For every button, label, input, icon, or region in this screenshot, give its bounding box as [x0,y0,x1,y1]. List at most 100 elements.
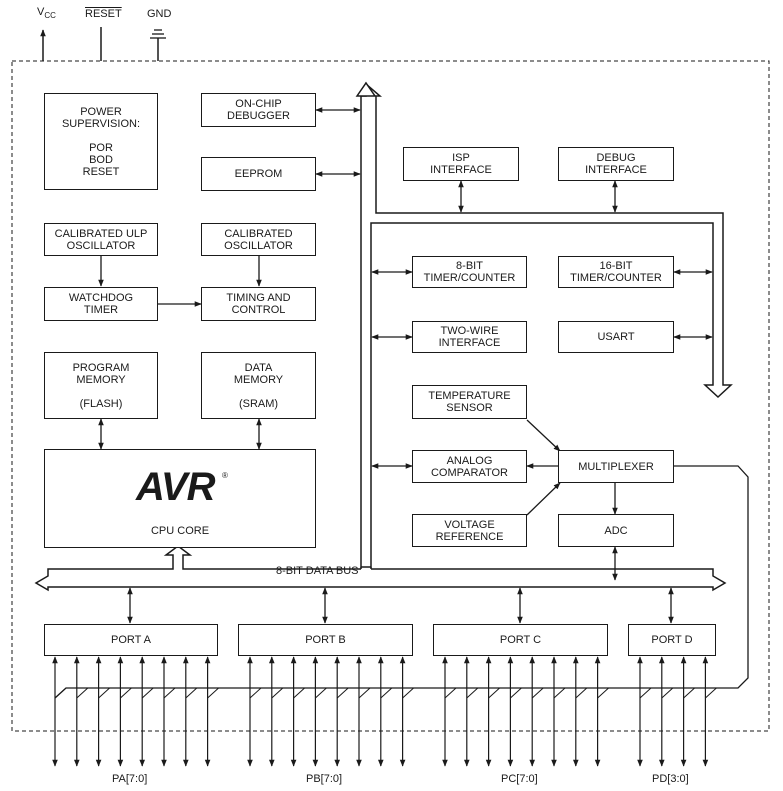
vcc-subscript: CC [44,11,56,20]
pb-analog-tap [271,687,284,699]
data-memory-label-line: DATA [244,361,273,374]
pd-analog-tap [683,687,695,699]
port-d-block: PORT D [628,624,716,656]
port-d-label-line: PORT D [651,634,693,646]
pd-analog-tap [639,687,652,699]
pb-analog-tap [293,687,305,699]
timing-and-control-label-line: CONTROL [231,304,286,316]
pb-analog-tap [402,687,414,699]
pa-analog-tap [54,687,67,699]
power-supervision-label-line: BOD [89,153,113,166]
data-memory-label-line: MEMORY [233,373,284,386]
debug-interface-label-line: DEBUG [596,152,636,164]
power-supervision-label-line: POWER [80,105,122,118]
pa-analog-tap [98,687,110,699]
pb-analog-tap [336,687,349,699]
timer-16bit-label-line: 16-BIT [599,260,633,272]
adc-label-line: ADC [604,524,628,537]
calibrated-oscillator-label-line: OSCILLATOR [224,239,293,252]
watchdog-timer-label-line: TIMER [83,304,119,316]
two-wire-interface-label-line: TWO-WIRE [440,325,499,337]
on-chip-debugger-label-line: DEBUGGER [227,110,290,122]
pa-analog-tap [141,687,154,699]
pc-analog-tap [553,687,566,699]
port-b-label-line: PORT B [305,634,346,646]
pa-analog-tap [185,687,198,699]
multiplexer-block: MULTIPLEXER [558,450,674,483]
debug-interface-label-line: INTERFACE [585,164,647,176]
pb-pins-label: PB[7:0] [306,773,343,785]
temperature-sensor-label-line: TEMPERATURE [428,390,511,402]
avr-logo: AVR [136,465,215,509]
registered-mark: ® [222,471,228,480]
power-supervision-label-line: RESET [82,165,120,178]
analog-comparator-label-line: COMPARATOR [430,466,508,479]
timer-16bit-label-line: TIMER/COUNTER [570,272,662,284]
calibrated-oscillator-label-line: CALIBRATED [224,227,293,240]
pb-analog-tap [358,687,371,699]
adc-block: ADC [558,514,674,547]
chip-boundary [11,60,770,732]
pc-analog-tap [488,687,500,699]
watchdog-timer-label-line: WATCHDOG [68,292,134,304]
calibrated-ulp-oscillator-label-line: OSCILLATOR [66,239,136,252]
pd-analog-tap [705,687,717,699]
pc-analog-tap [597,687,609,699]
program-memory-label-line: PROGRAM [72,361,130,374]
data-bus-label: 8-BIT DATA BUS [276,565,359,577]
eeprom-block: EEPROM [201,157,316,191]
pa-analog-tap [163,687,176,699]
timer-8bit-label-line: TIMER/COUNTER [423,272,516,284]
timing-and-control-label-line: TIMING AND [226,292,291,304]
isp-interface-label-line: ISP [452,152,470,164]
ground-symbol-icon [150,29,166,61]
internal-bus-upper [360,82,733,568]
usart-label-line: USART [597,331,635,343]
pb-analog-tap [380,687,393,699]
gnd-label: GND [147,8,172,20]
pc-analog-tap [531,687,544,699]
multiplexer-label-line: MULTIPLEXER [578,460,654,473]
pa-analog-tap [207,687,219,699]
analog-comparator-label-line: ANALOG [446,454,493,467]
timer-8bit-label-line: 8-BIT [456,260,483,272]
program-memory-label-line: MEMORY [76,373,126,386]
eeprom-label-line: EEPROM [234,168,283,180]
temperature-sensor-label-line: SENSOR [446,402,493,414]
pc-analog-tap [510,687,522,699]
isp-interface-label-line: INTERFACE [430,164,492,176]
port-a-label-line: PORT A [111,634,151,646]
calibrated-ulp-oscillator-label-line: CALIBRATED ULP [54,227,148,240]
pa-pins-label: PA[7:0] [112,773,148,785]
power-supervision-label-line [99,130,102,142]
on-chip-debugger-label-line: ON-CHIP [235,98,282,110]
voltage-reference-label-line: VOLTAGE [444,518,495,531]
program-memory-label-line [99,386,102,398]
power-supervision-label-line: POR [89,141,113,154]
pb-analog-tap [249,687,262,699]
vcc-label: VCC [37,6,56,20]
pd-analog-tap [661,687,674,699]
data-bus [34,545,727,592]
pc-analog-tap [466,687,479,699]
data-memory-label-line [257,386,260,398]
voltage-reference-label-line: REFERENCE [435,530,504,543]
data-memory-label-line: (SRAM) [238,397,279,410]
pa-analog-tap [76,687,89,699]
port-b-block: PORT B [238,624,413,656]
